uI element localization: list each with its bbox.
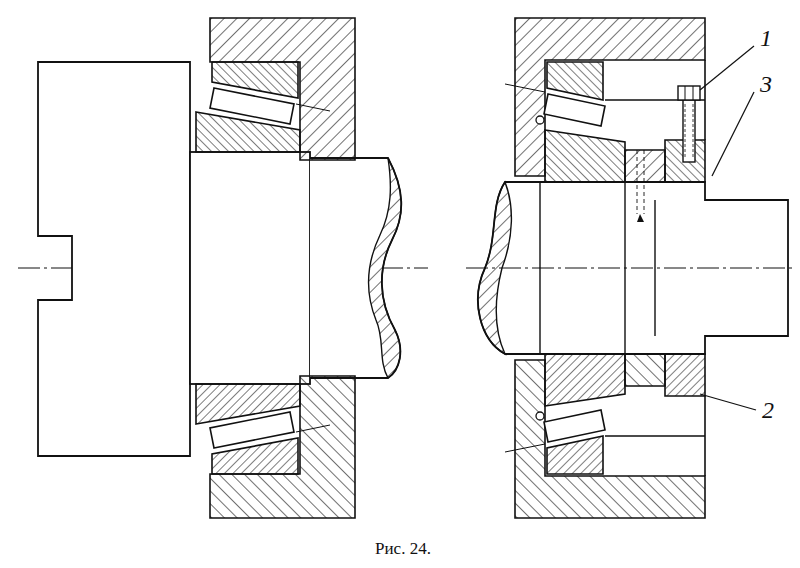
leader-line xyxy=(700,46,754,90)
callout-number: 2 xyxy=(762,398,774,422)
shaft-end xyxy=(310,158,401,378)
callout-number: 1 xyxy=(760,26,772,50)
left-bearing-bottom xyxy=(196,376,355,518)
bolt-head-faces xyxy=(685,86,693,100)
right-bearing-bottom xyxy=(505,354,705,518)
leader-line xyxy=(712,92,754,176)
bolt-shank xyxy=(683,100,695,162)
set-screw-hidden xyxy=(637,150,644,214)
chuck-flange xyxy=(38,62,190,456)
figure-caption: Рис. 24. xyxy=(375,540,431,557)
leader-line xyxy=(700,394,756,410)
center-line xyxy=(466,268,792,269)
shaft-journal xyxy=(190,152,310,384)
set-screw-tip xyxy=(637,214,644,222)
bolt-thread xyxy=(685,104,693,158)
shaft-break xyxy=(369,158,402,378)
left-bearing-top xyxy=(196,18,355,160)
lock-bolt xyxy=(678,86,700,162)
right-bearing-top xyxy=(505,18,705,182)
callout-number: 3 xyxy=(760,72,772,96)
bolt-head xyxy=(678,86,700,100)
